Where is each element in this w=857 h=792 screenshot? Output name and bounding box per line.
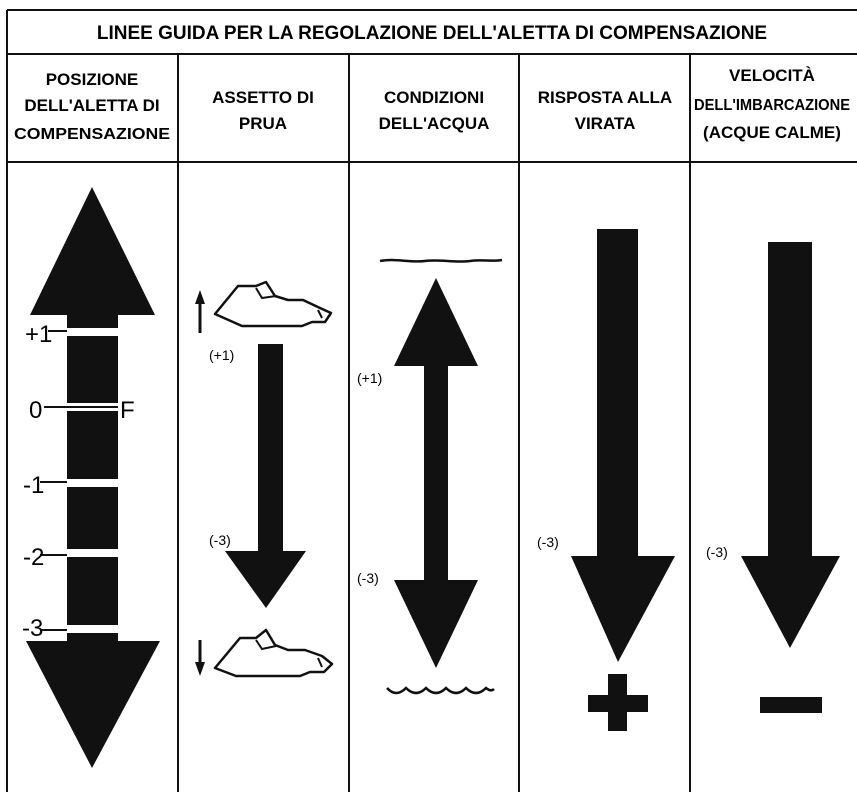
column-headers: POSIZIONE DELL'ALETTA DI COMPENSAZIONE A… [14,66,850,143]
turn-label: (-3) [537,534,559,550]
water-arrow-head-up [394,278,478,366]
header-bow-line1: ASSETTO DI [212,88,314,107]
water-arrow-head-down [394,580,478,668]
turn-response-column: (-3) [537,229,675,731]
header-speed-line3: (ACQUE CALME) [703,123,841,142]
watercraft-bow-up-icon [195,280,333,333]
header-turn-line2: VIRATA [575,114,636,133]
header-bow-line2: PRUA [239,114,287,133]
table-grid [6,9,857,792]
header-speed-line1: VELOCITÀ [729,66,815,85]
turn-arrow-head [571,556,675,662]
scale-label-minus1: -1 [23,472,44,499]
scale-block-5 [67,557,118,625]
calm-water-icon [379,258,503,263]
header-water-line2: DELL'ACQUA [379,114,490,133]
header-position-line1: POSIZIONE [46,70,139,89]
scale-label-minus2: -2 [23,544,44,571]
bow-trim-column: (+1) (-3) [195,280,334,678]
bow-label-bottom: (-3) [209,532,231,548]
water-conditions-column: (+1) (-3) [357,258,503,695]
scale-label-factory: F [120,397,135,424]
header-position-line2: DELL'ALETTA DI [24,96,159,115]
water-label-top: (+1) [357,370,382,386]
water-label-bottom: (-3) [357,570,379,586]
header-position-line3: COMPENSAZIONE [14,126,170,143]
scale-block-2 [67,336,118,403]
scale-label-plus1: +1 [25,321,52,348]
trim-position-scale [26,187,160,768]
scale-label-zero: 0 [29,397,42,424]
plus-icon [588,674,648,731]
up-arrow-head [30,187,155,315]
speed-label: (-3) [706,544,728,560]
header-water-line1: CONDIZIONI [384,88,484,107]
bow-label-top: (+1) [209,347,234,363]
scale-block-1 [67,315,118,328]
scale-block-4 [67,487,118,549]
speed-arrow-head [741,556,840,648]
scale-labels: +1 0 F -1 -2 -3 [22,321,135,642]
scale-label-minus3: -3 [22,615,43,642]
scale-block-6 [67,633,118,641]
turn-arrow-shaft [597,229,638,556]
header-turn-line1: RISPOSTA ALLA [538,88,672,107]
bow-arrow-head [225,551,306,608]
watercraft-bow-down-icon [195,628,334,678]
speed-arrow-shaft [768,242,812,556]
header-speed-line2: DELL'IMBARCAZIONE [694,97,850,114]
down-arrow-head [26,641,160,768]
chart-title: LINEE GUIDA PER LA REGOLAZIONE DELL'ALET… [97,23,767,44]
bow-arrow-shaft [258,344,283,551]
scale-block-3 [67,411,118,479]
water-arrow-shaft [424,366,448,580]
speed-column: (-3) [706,242,840,713]
minus-icon [760,697,822,713]
rough-water-icon [386,686,495,695]
